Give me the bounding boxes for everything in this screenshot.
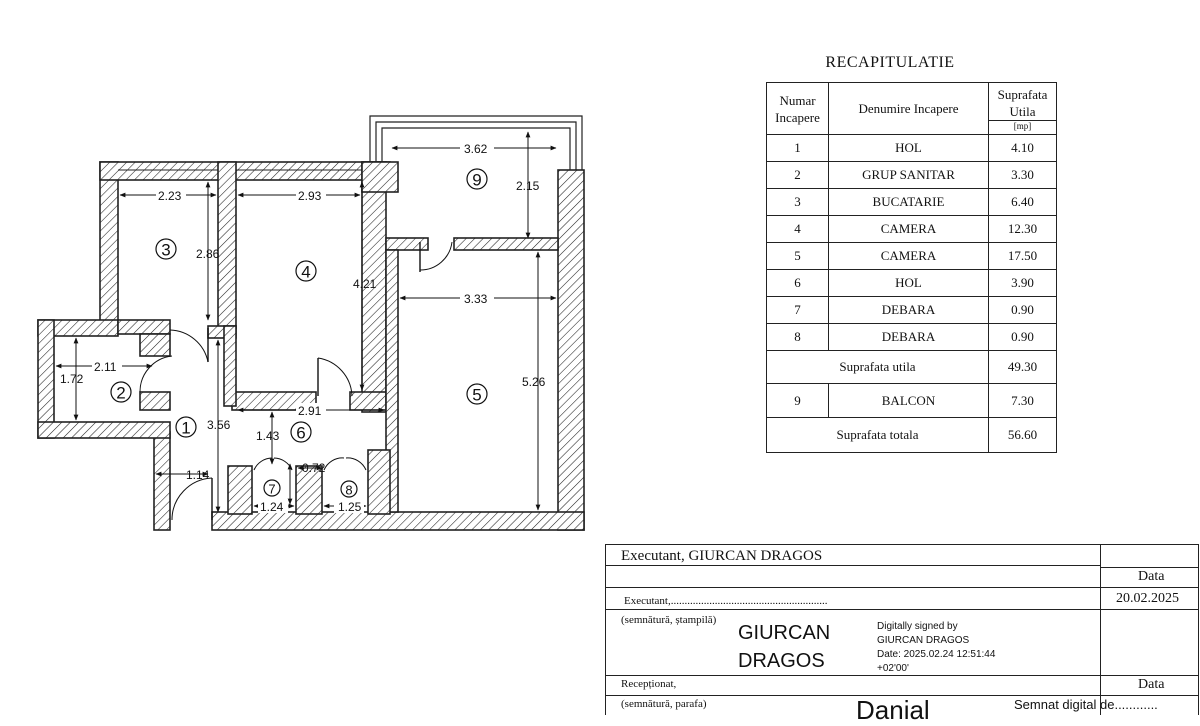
data-label-2: Data [1138,677,1165,692]
room-label-4: 4 [295,260,317,282]
header-area-label: Suprafata Utila [997,86,1048,119]
dim-label: 1.25 [338,500,362,514]
room-label-6: 6 [290,421,312,443]
room-label-2: 2 [110,381,132,403]
walls [37,161,585,531]
dimension-labels: 3.62 2.15 2.23 2.93 2.86 4.21 3.33 5.26 … [60,141,546,514]
svg-text:8: 8 [345,483,352,498]
digital-line-4: +02'00' [877,663,909,674]
header-num: Numar Incapere [766,82,829,135]
signer-name-1: GIURCAN [738,622,831,644]
dim-label: 4.21 [353,277,377,291]
recap-title: RECAPITULATIE [825,54,955,71]
svg-text:2: 2 [116,384,125,403]
svg-text:1: 1 [181,419,190,438]
dim-label: 0.72 [302,461,326,475]
dim-label: 1.24 [260,500,284,514]
dim-label: 2.93 [298,189,322,203]
date-value: 20.02.2025 [1116,591,1179,606]
dim-label: 2.23 [158,189,182,203]
executant-title: Executant, GIURCAN DRAGOS [621,548,823,564]
digital-line-3: Date: 2025.02.24 12:51:44 [877,649,996,660]
room-label-5: 5 [466,383,488,405]
partial-signer-name: Danial [856,695,930,725]
receptionat-label: Recepționat, [621,678,677,690]
floor-plan: 3.62 2.15 2.23 2.93 2.86 4.21 3.33 5.26 … [37,115,585,531]
dim-label: 2.15 [516,179,540,193]
dim-label: 1.43 [256,429,280,443]
room-label-3: 3 [155,238,177,260]
room-label-9: 9 [466,168,488,190]
room-label-8: 8 [340,480,358,498]
svg-text:9: 9 [472,171,481,190]
room-labels: 1 2 3 4 5 6 7 8 9 [110,168,488,498]
parafa-label: (semnătură, parafa) [621,698,707,710]
dim-label: 3.62 [464,142,488,156]
svg-text:7: 7 [268,482,275,497]
dim-label: 3.56 [207,418,231,432]
digital-line-1: Digitally signed by [877,621,958,632]
dim-label: 2.86 [196,247,220,261]
semnat-digital: Semnat digital de............ [1014,697,1158,712]
dim-label: 1.72 [60,372,84,386]
svg-text:5: 5 [472,386,481,405]
dim-label: 2.91 [298,404,322,418]
signer-name-2: DRAGOS [738,650,825,672]
signature-block: Executant, GIURCAN DRAGOS Data Executant… [605,544,1199,725]
recap-table: Numar Incapere Denumire Incapere Suprafa… [766,82,1057,453]
dim-label: 2.11 [94,360,117,374]
header-area: Suprafata Utila [mp] [988,82,1057,135]
header-unit: [mp] [989,119,1056,132]
header-name: Denumire Incapere [828,82,989,135]
doors [139,241,453,521]
svg-text:4: 4 [301,263,310,282]
dim-label: 5.26 [522,375,546,389]
room-label-7: 7 [263,479,281,497]
dim-label: 3.33 [464,292,488,306]
balcony-outline [118,115,583,171]
semnatura-label: (semnătură, ștampilă) [621,614,717,626]
svg-text:6: 6 [296,424,305,443]
svg-text:3: 3 [161,241,170,260]
data-label: Data [1138,569,1165,584]
executant-line: Executant,..............................… [624,595,828,607]
digital-line-2: GIURCAN DRAGOS [877,635,970,646]
room-label-1: 1 [175,416,197,438]
dim-label: 1.14 [186,468,210,482]
